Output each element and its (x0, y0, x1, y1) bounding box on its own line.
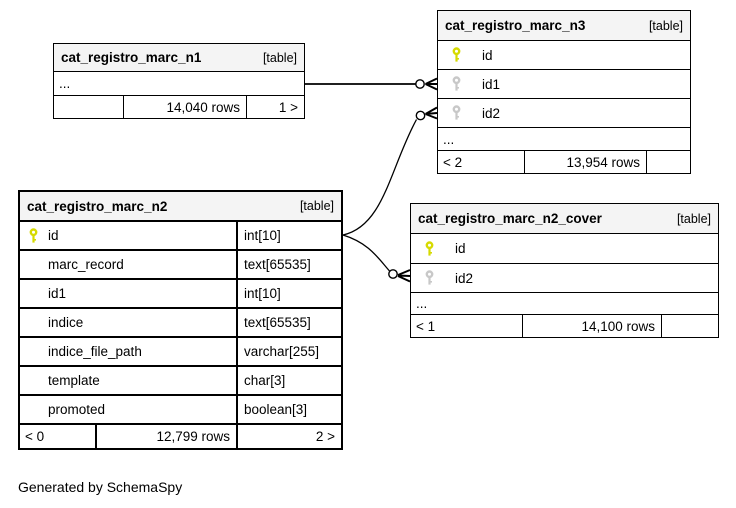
column-name: marc_record (48, 257, 124, 272)
row-count: 14,040 rows (124, 96, 247, 118)
column-name: id2 (482, 105, 501, 121)
table-name[interactable]: cat_registro_marc_n1 (61, 50, 202, 65)
column-type: text[65535] (236, 251, 341, 278)
column-name: id (482, 47, 493, 63)
column-type: int[10] (236, 280, 341, 307)
column-row-id2: id2 (411, 264, 718, 293)
footer-left: < 1 (411, 315, 523, 337)
column-name: id1 (48, 286, 67, 301)
crows-foot-icon (397, 269, 411, 283)
table-type-badge: [table] (299, 199, 334, 213)
footer-left (54, 96, 124, 118)
crows-foot-icon (425, 106, 438, 120)
table-type-badge: [table] (262, 50, 297, 65)
column-name: id (48, 228, 59, 243)
foreign-key-icon (451, 105, 462, 121)
hidden-columns-ellipsis: ... (411, 293, 718, 315)
table-cat-registro-marc-n3[interactable]: cat_registro_marc_n3 [table] id id1 id2 … (437, 10, 691, 174)
column-row-template: template char[3] (20, 367, 341, 396)
column-row-indice: indice text[65535] (20, 309, 341, 338)
column-name: id1 (482, 76, 501, 92)
generated-by-note: Generated by SchemaSpy (18, 479, 183, 495)
relation-n2-to-cover-id2 (342, 234, 411, 283)
column-type: int[10] (236, 222, 341, 249)
column-row-indice-file-path: indice_file_path varchar[255] (20, 338, 341, 367)
column-name: id2 (455, 270, 474, 286)
primary-key-icon (451, 47, 462, 63)
column-type: text[65535] (236, 309, 341, 336)
column-row-id1: id1 (438, 70, 690, 99)
zero-cardinality-circle (388, 269, 398, 279)
table-name[interactable]: cat_registro_marc_n3 (445, 18, 586, 33)
foreign-key-icon (451, 76, 462, 92)
zero-cardinality-circle (415, 79, 425, 89)
column-type: char[3] (236, 367, 341, 394)
ellipsis-text: ... (443, 131, 455, 147)
column-name: indice (48, 315, 84, 330)
table-header: cat_registro_marc_n3 [table] (438, 11, 690, 41)
table-footer: < 0 12,799 rows 2 > (20, 425, 341, 448)
footer-left: < 2 (438, 151, 525, 173)
column-type: boolean[3] (236, 396, 341, 423)
table-header: cat_registro_marc_n2 [table] (20, 192, 341, 222)
table-header: cat_registro_marc_n2_cover [table] (411, 204, 718, 234)
table-footer: < 1 14,100 rows (411, 315, 718, 337)
column-name: template (48, 373, 100, 388)
column-name: indice_file_path (48, 344, 142, 359)
footer-right: 1 > (278, 99, 298, 115)
column-name: id (455, 241, 466, 256)
foreign-key-icon (424, 270, 435, 286)
table-cat-registro-marc-n2-cover[interactable]: cat_registro_marc_n2_cover [table] id id… (410, 203, 719, 338)
column-row-id: id (438, 41, 690, 70)
table-cat-registro-marc-n2[interactable]: cat_registro_marc_n2 [table] id int[10] … (18, 190, 343, 450)
crows-foot-icon (425, 77, 438, 91)
column-name: promoted (48, 402, 106, 417)
table-name[interactable]: cat_registro_marc_n2 (27, 198, 168, 214)
column-row-id: id (411, 234, 718, 264)
column-row-id: id int[10] (20, 222, 341, 251)
table-type-badge: [table] (648, 18, 683, 33)
column-row-id2: id2 (438, 99, 690, 128)
footer-right (662, 315, 718, 337)
table-footer: < 2 13,954 rows (438, 151, 690, 173)
ellipsis-text: ... (416, 296, 428, 311)
relation-n1-to-n3-id1 (305, 77, 438, 91)
ellipsis-text: ... (59, 76, 71, 91)
primary-key-icon (424, 240, 435, 257)
footer-right: 2 > (315, 429, 335, 444)
table-cat-registro-marc-n1[interactable]: cat_registro_marc_n1 [table] ... 14,040 … (53, 43, 305, 119)
row-count: 13,954 rows (525, 151, 647, 173)
primary-key-icon (28, 227, 39, 244)
table-header: cat_registro_marc_n1 [table] (54, 44, 304, 72)
column-row-id1: id1 int[10] (20, 280, 341, 309)
zero-cardinality-circle (415, 110, 426, 121)
table-name[interactable]: cat_registro_marc_n2_cover (418, 211, 602, 226)
column-type: varchar[255] (236, 338, 341, 365)
footer-left: < 0 (20, 425, 97, 448)
row-count: 14,100 rows (523, 315, 662, 337)
column-row-marc-record: marc_record text[65535] (20, 251, 341, 280)
footer-right (647, 151, 690, 173)
hidden-columns-ellipsis: ... (438, 128, 690, 151)
row-count: 12,799 rows (97, 425, 238, 448)
table-type-badge: [table] (676, 211, 711, 226)
table-footer: 14,040 rows 1 > (54, 96, 304, 118)
column-row-promoted: promoted boolean[3] (20, 396, 341, 425)
hidden-columns-ellipsis: ... (54, 72, 304, 96)
